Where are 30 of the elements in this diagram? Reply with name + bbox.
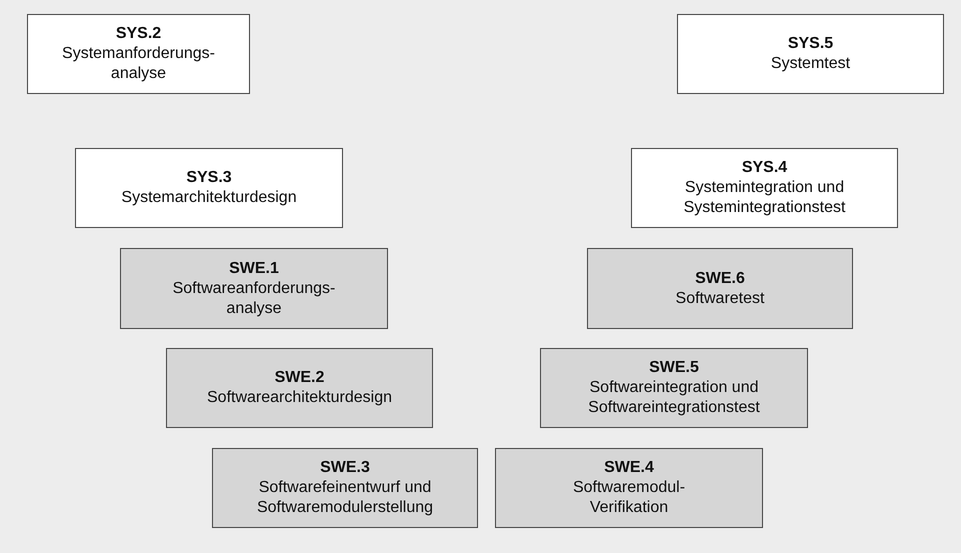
process-box (75, 148, 343, 228)
process-id: SWE.5 (649, 358, 699, 378)
process-name: Softwaremodul- Verifikation (572, 478, 686, 518)
process-box (27, 14, 250, 94)
process-id: SYS.4 (742, 158, 788, 178)
process-id: SWE.2 (274, 368, 324, 388)
process-box (677, 14, 944, 94)
process-name: Systemarchitekturdesign (121, 188, 297, 208)
process-id: SWE.3 (320, 458, 370, 478)
process-box (166, 348, 433, 428)
process-box (631, 148, 898, 228)
process-id: SYS.5 (788, 34, 834, 54)
process-id: SWE.4 (604, 458, 654, 478)
process-id: SYS.3 (186, 168, 232, 188)
process-name: Systemanforderungs- analyse (61, 44, 216, 84)
process-box (587, 248, 853, 329)
process-name: Softwareintegration und Softwareintegrationstest (587, 378, 761, 418)
process-name: Softwaretest (676, 288, 764, 308)
process-box (540, 348, 808, 428)
process-box (120, 248, 388, 329)
process-name: Systemtest (770, 54, 850, 74)
process-name: Softwareanforderungs- analyse (172, 278, 336, 318)
process-id: SWE.1 (229, 258, 279, 278)
process-box (495, 448, 763, 528)
process-id: SWE.6 (695, 268, 745, 288)
process-id: SYS.2 (116, 24, 162, 44)
process-name: Systemintegration und Systemintegrationstest (682, 178, 846, 218)
process-name: Softwarearchitekturdesign (207, 388, 392, 408)
process-box (212, 448, 478, 528)
process-name: Softwarefeinentwurf und Softwaremodulerstellung (256, 478, 434, 518)
